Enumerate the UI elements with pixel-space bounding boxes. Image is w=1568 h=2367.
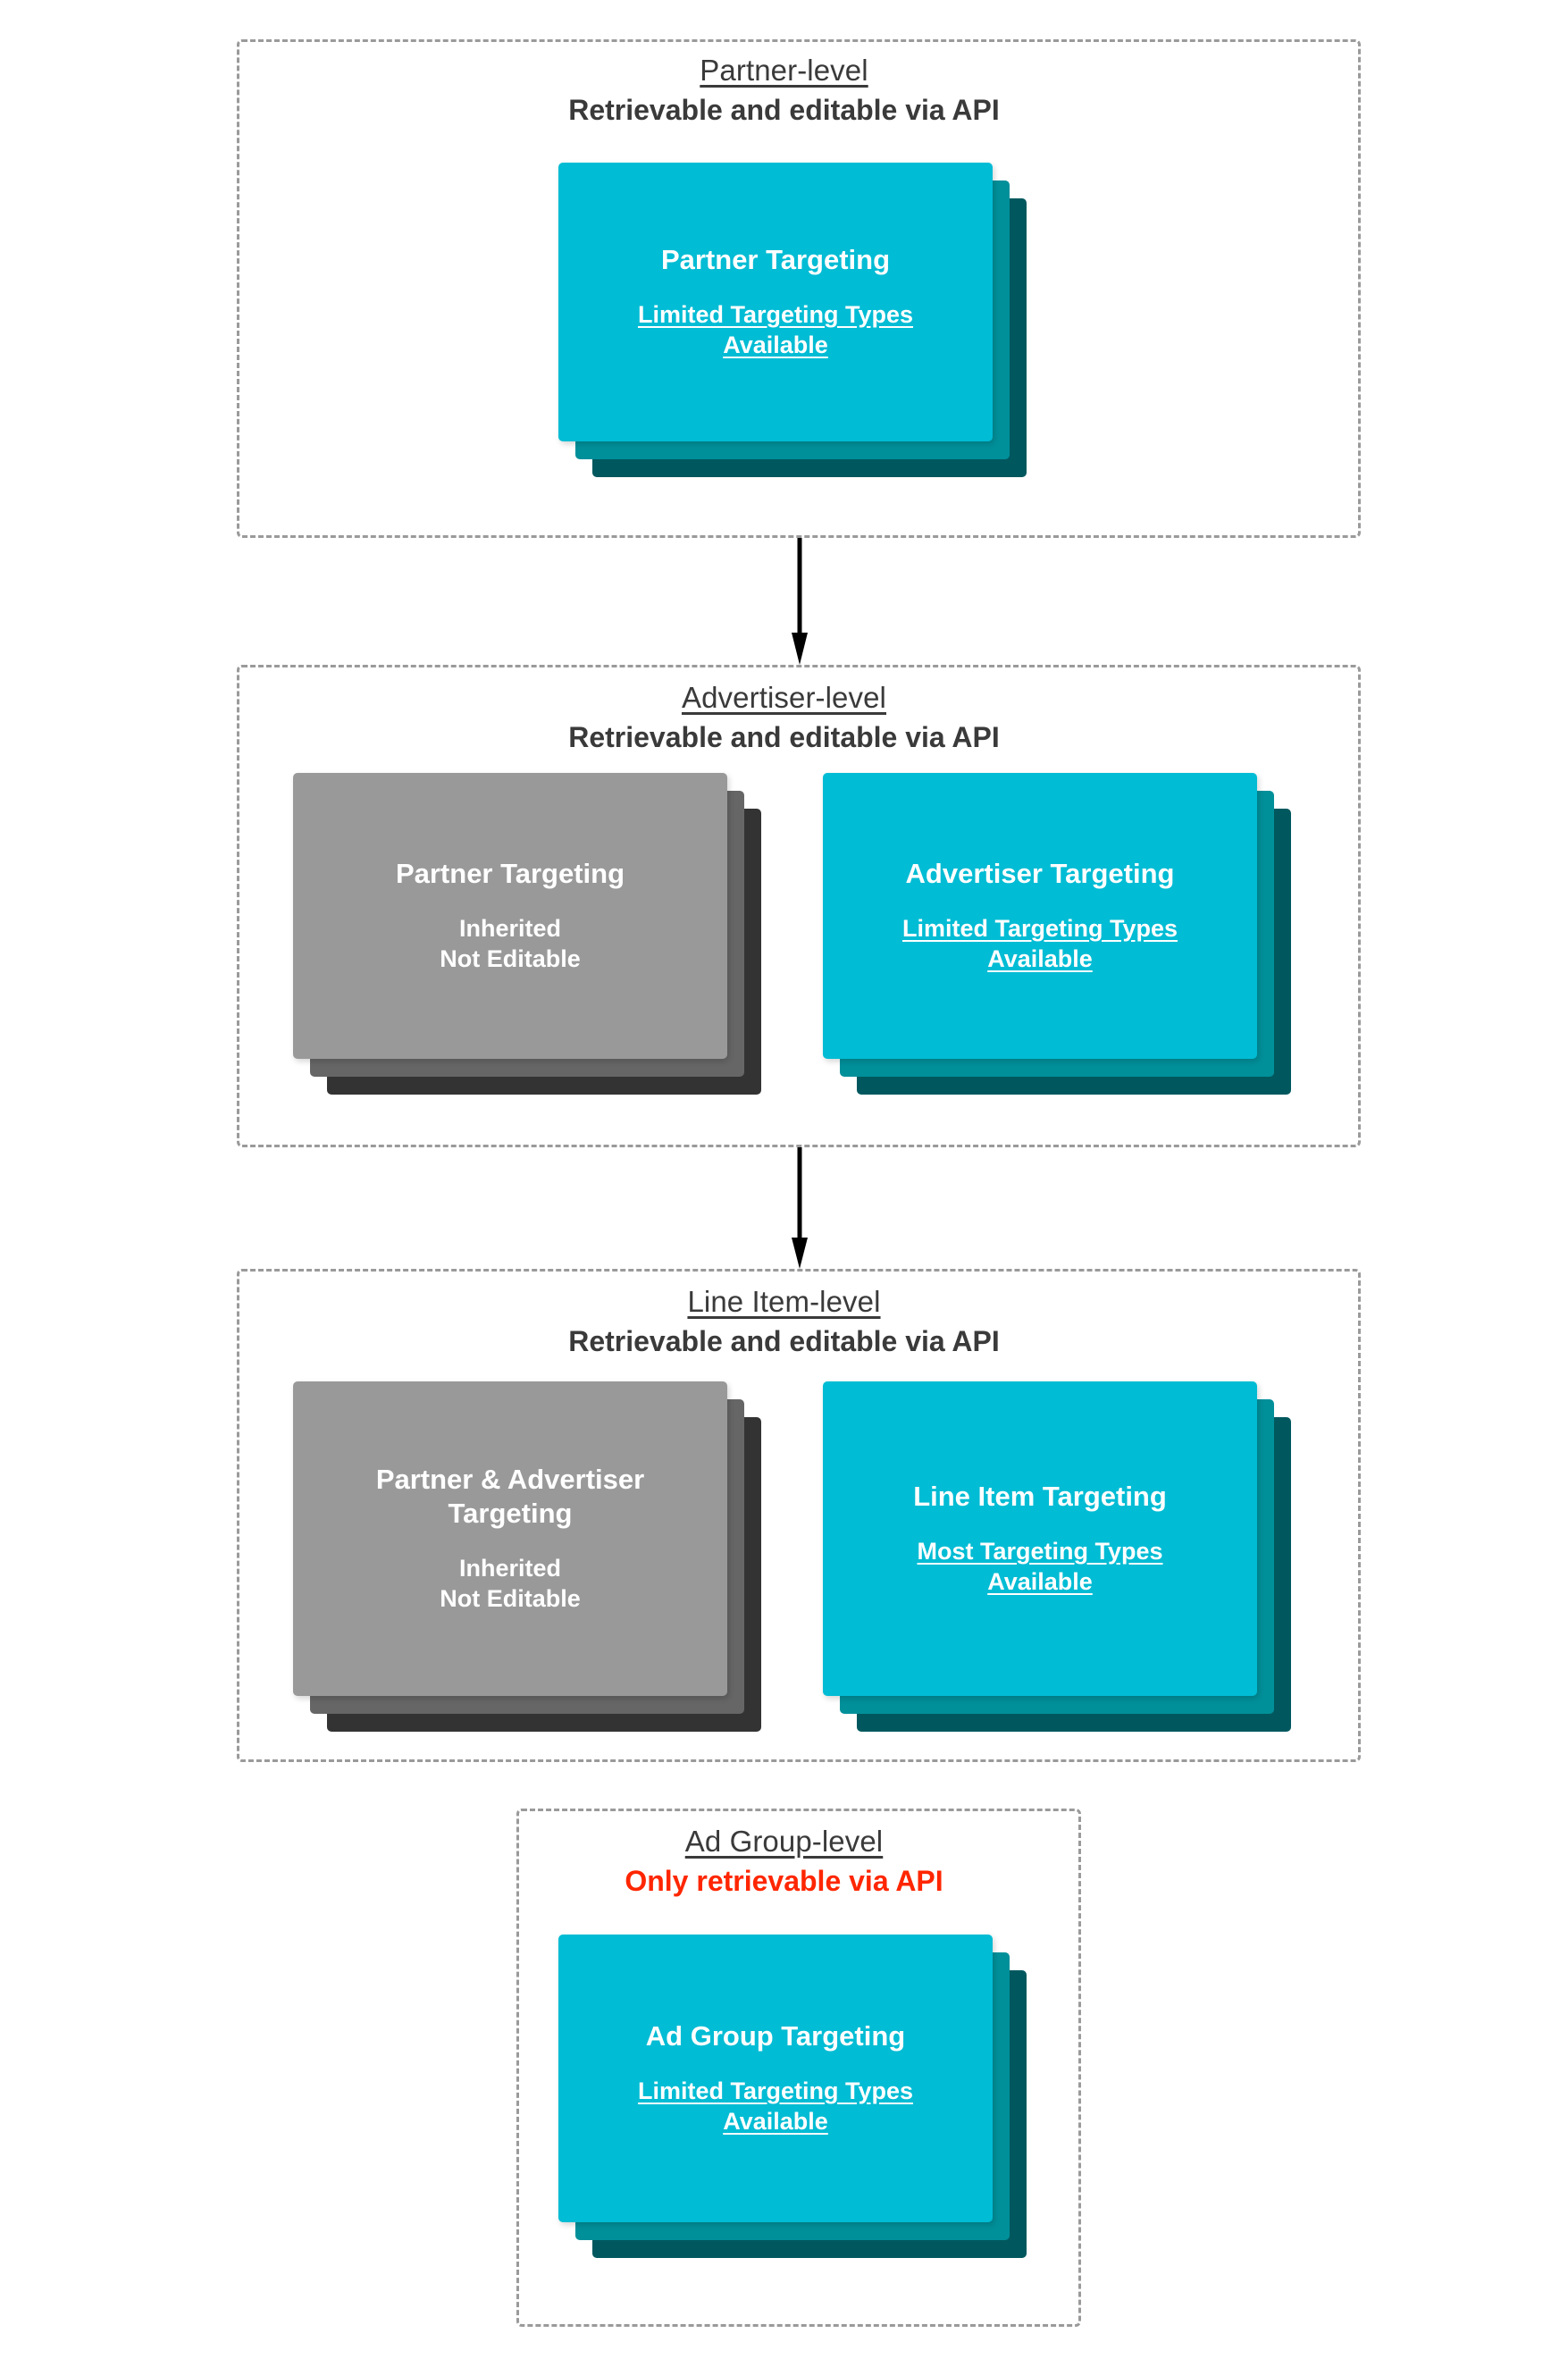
card-title: Partner & Advertiser Targeting bbox=[375, 1464, 645, 1530]
card-title: Partner Targeting bbox=[395, 858, 625, 890]
card-stack-advertiser-targeting[interactable]: Advertiser Targeting Limited Targeting T… bbox=[823, 773, 1291, 1095]
card-title: Ad Group Targeting bbox=[645, 2020, 906, 2052]
level-container-partner bbox=[237, 39, 1361, 538]
card-front-inherited-partner-advertiser-targeting[interactable]: Partner & Advertiser Targeting Inherited… bbox=[293, 1381, 727, 1696]
card-note: Limited Targeting Types Available bbox=[637, 301, 914, 358]
card-front-inherited-partner-targeting[interactable]: Partner Targeting Inherited Not Editable bbox=[293, 773, 727, 1059]
level-container-line-item bbox=[237, 1269, 1361, 1762]
level-container-ad-group bbox=[516, 1809, 1081, 2327]
card-stack-partner-targeting[interactable]: Partner Targeting Limited Targeting Type… bbox=[558, 163, 1027, 477]
card-stack-inherited-partner-targeting[interactable]: Partner Targeting Inherited Not Editable bbox=[293, 773, 761, 1095]
card-note: Inherited Not Editable bbox=[440, 1555, 581, 1612]
card-note: Most Targeting Types Available bbox=[917, 1538, 1163, 1595]
card-note: Inherited Not Editable bbox=[440, 915, 581, 972]
card-front-line-item-targeting[interactable]: Line Item Targeting Most Targeting Types… bbox=[823, 1381, 1257, 1696]
card-note: Limited Targeting Types Available bbox=[637, 2077, 914, 2135]
level-container-advertiser bbox=[237, 665, 1361, 1147]
card-front-ad-group-targeting[interactable]: Ad Group Targeting Limited Targeting Typ… bbox=[558, 1935, 993, 2222]
card-stack-inherited-partner-advertiser-targeting[interactable]: Partner & Advertiser Targeting Inherited… bbox=[293, 1381, 761, 1732]
arrow-partner-to-advertiser-icon bbox=[792, 538, 808, 665]
card-front-advertiser-targeting[interactable]: Advertiser Targeting Limited Targeting T… bbox=[823, 773, 1257, 1059]
card-note: Limited Targeting Types Available bbox=[901, 915, 1178, 972]
card-stack-line-item-targeting[interactable]: Line Item Targeting Most Targeting Types… bbox=[823, 1381, 1291, 1732]
card-front-partner-targeting[interactable]: Partner Targeting Limited Targeting Type… bbox=[558, 163, 993, 441]
card-title: Line Item Targeting bbox=[913, 1481, 1167, 1513]
card-title: Advertiser Targeting bbox=[905, 858, 1175, 890]
card-title: Partner Targeting bbox=[660, 244, 891, 276]
card-stack-ad-group-targeting[interactable]: Ad Group Targeting Limited Targeting Typ… bbox=[558, 1935, 1027, 2258]
arrow-advertiser-to-line-item-icon bbox=[792, 1147, 808, 1269]
